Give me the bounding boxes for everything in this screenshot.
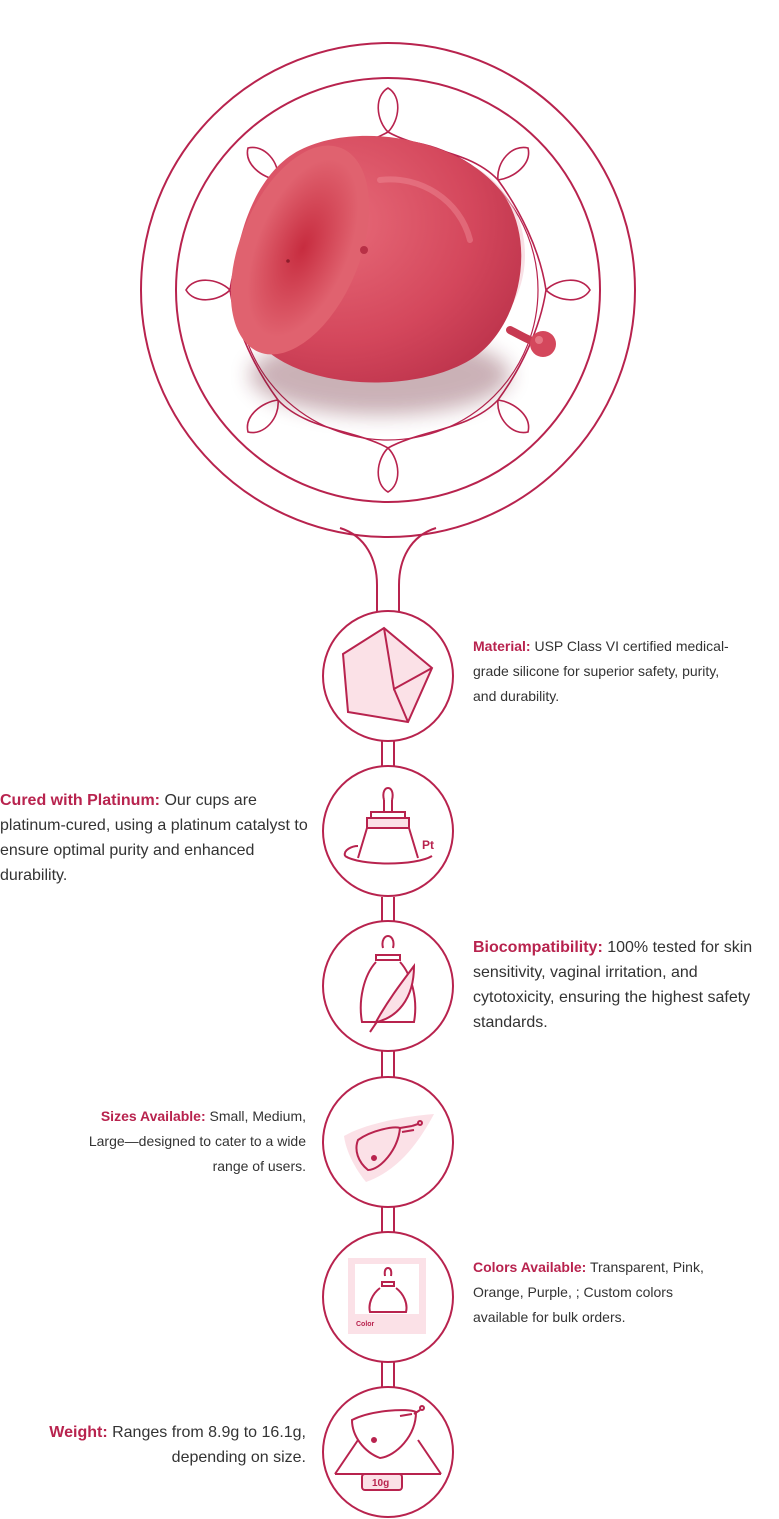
feature-weight: Weight: Ranges from 8.9g to 16.1g, depen… (40, 1420, 306, 1470)
weight-badge-label: 10g (372, 1478, 389, 1489)
cup-sizes-icon (322, 1076, 454, 1208)
feature-description: Our cups are platinum-cured, using a pla… (0, 792, 308, 884)
feature-description: Ranges from 8.9g to 16.1g, depending on … (107, 1424, 306, 1466)
feature-description: 100% tested for skin sensitivity, vagina… (473, 939, 753, 1031)
hero-frame (140, 42, 636, 612)
feature-description: Small, Medium, Large—designed to cater t… (88, 1108, 306, 1174)
feature-material: Material: USP Class VI certified medical… (473, 634, 738, 709)
feature-label: Cured with Platinum: (0, 792, 160, 809)
feature-description: Transparent, Pink, Orange, Purple, ; Cus… (473, 1259, 704, 1325)
platinum-cup-icon: Pt (322, 765, 454, 897)
platinum-symbol-label: Pt (422, 838, 434, 852)
feature-sizes: Sizes Available: Small, Medium, Large—de… (70, 1104, 306, 1179)
feather-cup-icon (322, 920, 454, 1052)
scale-weight-icon: 10g (322, 1386, 454, 1518)
menstrual-cup-illustration (230, 135, 556, 415)
feature-description: USP Class VI certified medical-grade sil… (473, 638, 729, 704)
feature-label: Biocompatibility: (473, 939, 603, 956)
feature-label: Weight: (49, 1424, 108, 1441)
feature-platinum: Cured with Platinum: Our cups are platin… (0, 788, 310, 888)
feature-label: Sizes Available: (100, 1108, 206, 1124)
color-swatch-label: Color (356, 1321, 375, 1328)
feature-biocompatibility: Biocompatibility: 100% tested for skin s… (473, 935, 775, 1035)
feature-colors: Colors Available: Transparent, Pink, Ora… (473, 1255, 723, 1330)
feature-label: Colors Available: (473, 1259, 587, 1275)
feature-label: Material: (473, 638, 531, 654)
silicone-cube-icon (322, 610, 454, 742)
connector-pipes (381, 741, 395, 1387)
color-swatch-icon: Color (322, 1231, 454, 1363)
